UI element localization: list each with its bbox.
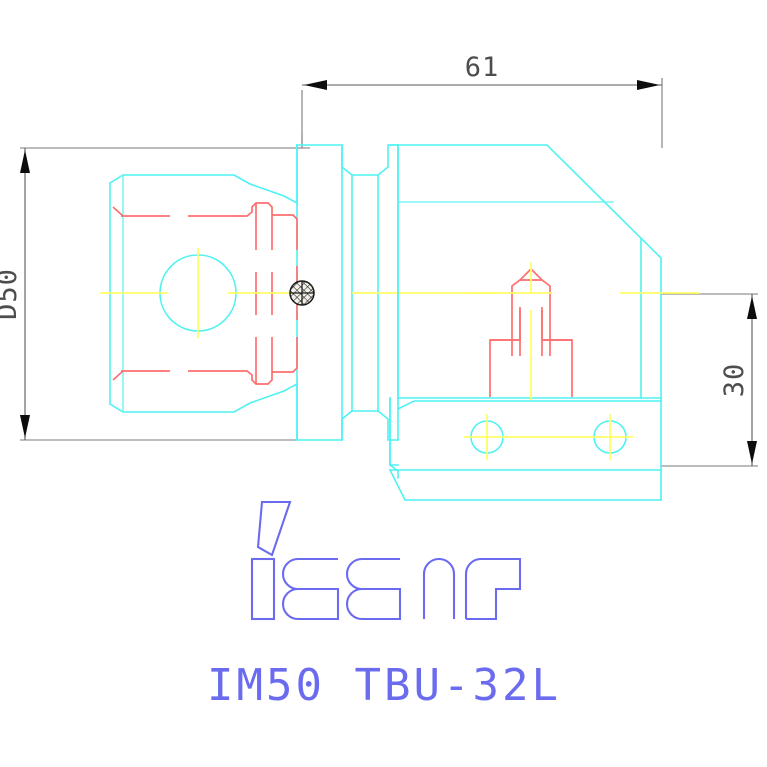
dimension-diameter-d50: D50 <box>0 147 310 441</box>
view-cutting-body <box>388 144 700 501</box>
dim-30-arrow-top <box>747 296 757 319</box>
dim-d50-arrow-top <box>20 150 30 173</box>
dim-61-label: 61 <box>465 52 500 83</box>
taper-bottom-profile <box>108 382 298 441</box>
taper-hidden-slot-upper-right <box>272 214 298 250</box>
taper-hidden-slot-lower-left <box>234 337 273 385</box>
taper-hidden-slot-upper-left <box>234 202 273 250</box>
logo-dot-parallelogram <box>256 500 292 557</box>
body-top-and-chamfer <box>389 144 662 399</box>
logo-letter-a <box>422 558 456 619</box>
section-marker <box>289 280 315 306</box>
block-left-notch-upper <box>389 397 399 466</box>
view-taper-shank <box>100 144 298 441</box>
drawing-title: IM50 TBU-32L <box>207 660 561 711</box>
block-top-fillet-line <box>396 400 662 411</box>
dim-30-arrow-bottom <box>747 441 757 464</box>
pocket-hidden-lower-left <box>489 310 521 397</box>
block-bottom-chamfer <box>388 468 662 501</box>
block-left-notch-lower <box>388 463 399 479</box>
dim-d50-arrow-bottom <box>20 415 30 438</box>
taper-hidden-corner-upper <box>112 206 124 217</box>
flange-right-ramp-top <box>376 144 399 177</box>
dim-30-label: 30 <box>719 363 750 398</box>
logo-letter-c <box>346 557 402 621</box>
dim-d50-label: D50 <box>0 268 23 320</box>
taper-hidden-slot-lower-right <box>272 337 298 373</box>
taper-top-profile <box>108 144 298 205</box>
dim-61-arrow-right <box>637 80 660 90</box>
pocket-hidden-lower-right <box>541 310 573 397</box>
dimension-height-30: 30 <box>660 293 758 467</box>
iscar-logo <box>250 500 522 621</box>
flange-right-ramp-bottom <box>376 409 399 441</box>
dim-61-arrow-left <box>304 80 327 90</box>
logo-letter-s <box>282 557 340 621</box>
logo-letter-r <box>464 557 522 621</box>
logo-letter-i <box>250 557 276 621</box>
dimension-length-61: 61 <box>301 52 663 148</box>
taper-hidden-corner-lower <box>112 370 124 381</box>
